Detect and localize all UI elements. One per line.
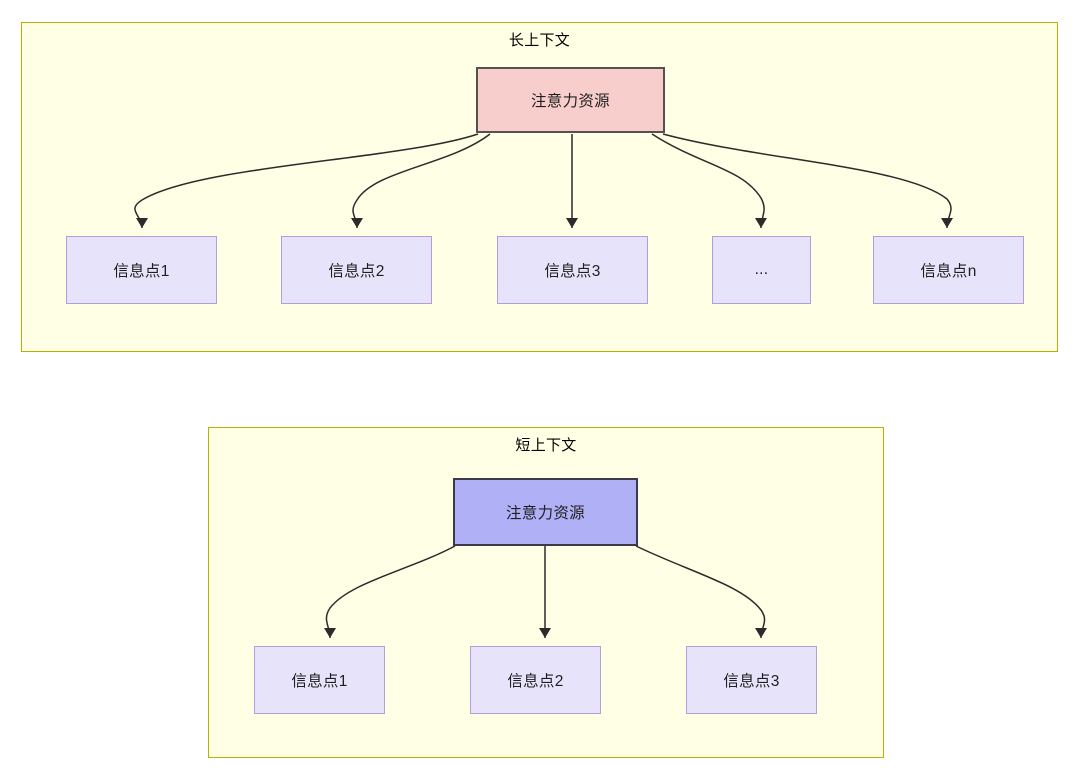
node-label: 注意力资源	[530, 93, 610, 110]
node-label: ...	[754, 261, 769, 278]
node-info-point-2-short[interactable]: 信息点2	[470, 646, 601, 714]
node-info-point-ellipsis-long[interactable]: ...	[712, 236, 811, 304]
container-long-context-title: 长上下文	[508, 32, 571, 49]
node-label: 信息点1	[113, 263, 170, 280]
node-attention-resource-short[interactable]: 注意力资源	[453, 478, 638, 546]
node-label: 信息点3	[723, 673, 780, 690]
node-label: 信息点n	[920, 263, 977, 280]
node-info-point-3-long[interactable]: 信息点3	[497, 236, 648, 304]
node-info-point-n-long[interactable]: 信息点n	[873, 236, 1024, 304]
node-attention-resource-long[interactable]: 注意力资源	[476, 67, 665, 133]
node-label: 信息点1	[291, 673, 348, 690]
node-info-point-2-long[interactable]: 信息点2	[281, 236, 432, 304]
node-info-point-1-long[interactable]: 信息点1	[66, 236, 217, 304]
node-label: 信息点3	[544, 263, 601, 280]
node-info-point-1-short[interactable]: 信息点1	[254, 646, 385, 714]
node-label: 信息点2	[507, 673, 564, 690]
node-label: 信息点2	[328, 263, 385, 280]
node-label: 注意力资源	[505, 505, 585, 522]
container-short-context-title: 短上下文	[515, 437, 577, 454]
node-info-point-3-short[interactable]: 信息点3	[686, 646, 817, 714]
